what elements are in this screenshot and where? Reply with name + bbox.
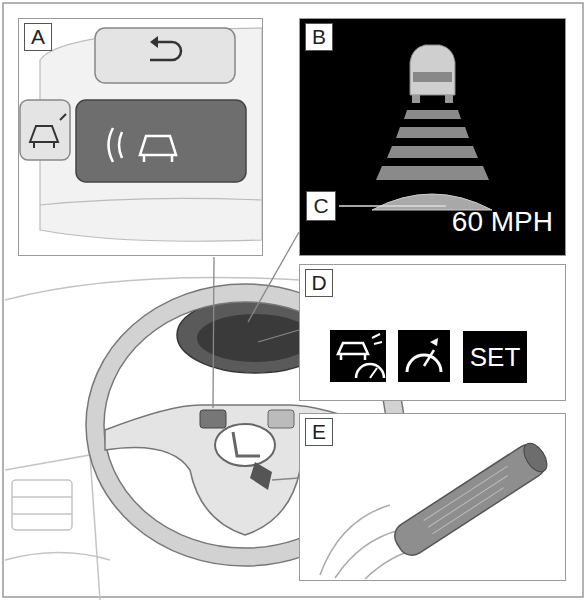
set-indicator: SET (463, 331, 527, 383)
callout-letter: D (305, 269, 333, 297)
radar-display (372, 45, 492, 210)
set-speed: 60 MPH (452, 205, 553, 239)
leader-lines (213, 232, 299, 480)
frame (3, 3, 583, 597)
callout-letter: B (305, 23, 333, 51)
panel-ground (299, 413, 566, 581)
leader-line (339, 205, 446, 207)
display-ground (299, 18, 566, 256)
callout-letter: C (313, 194, 328, 218)
switch-illustration (20, 28, 262, 241)
panel-ground (299, 264, 566, 401)
cluster-display (197, 314, 313, 362)
panel-ground (18, 18, 263, 256)
callout-letter: A (24, 23, 52, 51)
display-panel: B 60 MPH C (299, 18, 566, 256)
indicator-text: SET (470, 342, 521, 372)
indicator-icons (330, 330, 450, 382)
callout-panel: A (18, 18, 263, 256)
lever-illustration (320, 438, 552, 579)
callout-letter: E (305, 418, 333, 446)
callout-box: C (306, 191, 336, 221)
callout-panel: E (299, 413, 566, 581)
callout-panel: D SET (299, 264, 566, 401)
